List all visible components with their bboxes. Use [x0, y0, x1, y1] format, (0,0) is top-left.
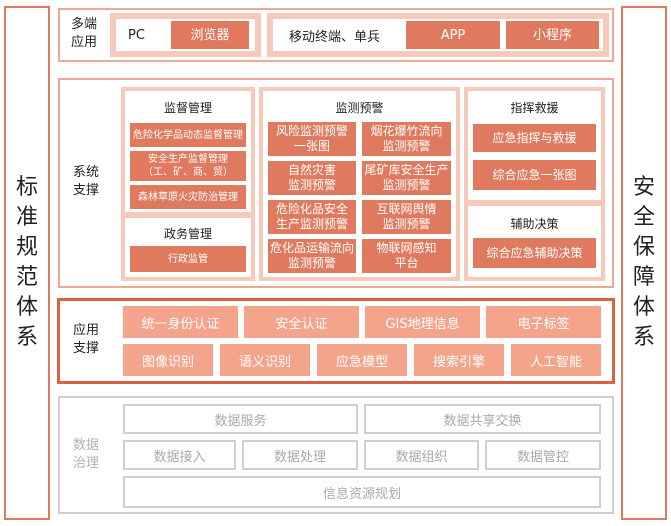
iot-platform-box: 物联网感知 平台	[362, 239, 451, 273]
data-sharing-box: 数据共享交换	[364, 404, 601, 434]
monitor-title: 监测预警	[335, 101, 384, 115]
data-processing-box: 数据处理	[242, 440, 358, 470]
mobile-label: 移动终端、单兵	[289, 29, 381, 45]
standards-system-label: 标准规范体系	[15, 175, 38, 350]
multi-end-label: 多端 应用	[64, 16, 104, 52]
info-resource-planning-box: 信息资源规划	[123, 476, 601, 508]
data-control-box: 数据管控	[485, 440, 601, 470]
unified-auth-box: 统一身份认证	[123, 306, 238, 338]
decision-support-box: 综合应急辅助决策	[473, 238, 596, 268]
semantic-recognition-box: 语义识别	[220, 344, 310, 376]
search-engine-box: 搜索引擎	[414, 344, 504, 376]
data-governance-label-line2: 治理	[72, 456, 99, 471]
system-support-label-line2: 支撑	[72, 183, 99, 198]
data-access-box: 数据接入	[123, 440, 236, 470]
multi-end-label-line1: 多端	[70, 17, 97, 32]
ai-box: 人工智能	[511, 344, 601, 376]
risk-map-box: 风险监测预警 一张图	[268, 122, 356, 156]
browser-box: 浏览器	[171, 21, 249, 49]
e-tag-box: 电子标签	[486, 306, 601, 338]
data-organization-box: 数据组织	[364, 440, 479, 470]
emergency-command-box: 应急指挥与救援	[473, 124, 596, 152]
system-support-label-line1: 系统	[72, 165, 99, 180]
command-title: 指挥救援	[510, 101, 559, 115]
pc-label: PC	[128, 27, 145, 43]
security-auth-box: 安全认证	[244, 306, 359, 338]
emergency-map-box: 综合应急一张图	[473, 160, 596, 190]
safety-production-box: 安全生产监督管理 （工、矿、商、贸）	[130, 151, 246, 181]
system-support-label: 系统 支撑	[64, 164, 108, 200]
security-system-column: 安全保障体系	[621, 6, 667, 520]
admin-supervision-box: 行政监管	[130, 246, 246, 272]
standards-system-column: 标准规范体系	[4, 6, 50, 520]
data-governance-label: 数据 治理	[64, 437, 108, 473]
hazchem-supervision-box: 危险化学品动态监督管理	[130, 123, 246, 147]
multi-end-label-line2: 应用	[70, 35, 97, 50]
decision-title: 辅助决策	[510, 217, 559, 231]
gis-box: GIS地理信息	[365, 306, 480, 338]
app-support-label-line2: 支撑	[72, 341, 99, 356]
emergency-model-box: 应急模型	[317, 344, 407, 376]
forest-fire-box: 森林草原火灾防治管理	[130, 185, 246, 209]
hazchem-transport-box: 危化品运输流向 监测预警	[268, 239, 356, 273]
app-support-label-line1: 应用	[72, 323, 99, 338]
internet-opinion-box: 互联网舆情 监测预警	[362, 200, 451, 234]
natural-disaster-box: 自然灾害 监测预警	[268, 161, 356, 195]
fireworks-box: 烟花爆竹流向 监测预警	[362, 122, 451, 156]
app-support-label: 应用 支撑	[64, 322, 108, 358]
tailings-box: 尾矿库安全生产 监测预警	[362, 161, 451, 195]
data-governance-label-line1: 数据	[72, 438, 99, 453]
mini-program-box: 小程序	[506, 21, 599, 49]
image-recognition-box: 图像识别	[123, 344, 213, 376]
supervision-title: 监督管理	[163, 101, 212, 115]
security-system-label: 安全保障体系	[632, 175, 655, 350]
app-box: APP	[406, 21, 500, 49]
data-service-box: 数据服务	[123, 404, 358, 434]
hazchem-production-box: 危险化品安全 生产监测预警	[268, 200, 356, 234]
gov-title: 政务管理	[163, 227, 212, 241]
